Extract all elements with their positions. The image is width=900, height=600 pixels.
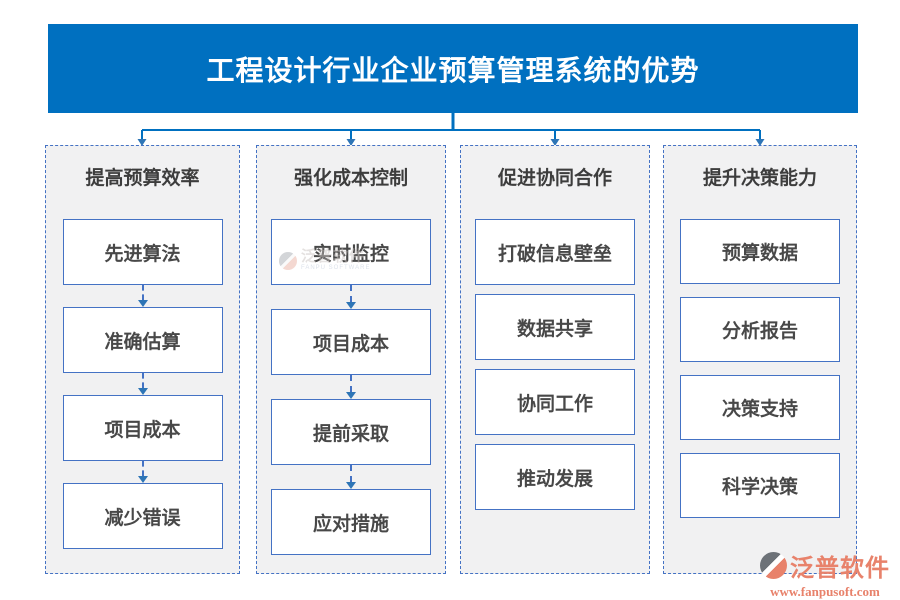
flow-box: 项目成本	[62, 395, 223, 461]
flow-box: 决策支持	[680, 375, 840, 440]
column-title: 强化成本控制	[293, 168, 408, 189]
dashed-down-arrow-icon	[137, 285, 148, 307]
flow-box: 项目成本	[271, 309, 431, 375]
flow-box: 减少错误	[62, 483, 223, 549]
box-stack: 打破信息壁垒 数据共享 协同工作 推动发展	[461, 219, 649, 510]
fanpu-swirl-icon	[760, 552, 787, 579]
vendor-website: www.fanpusoft.com	[770, 584, 880, 599]
title-banner: 工程设计行业企业预算管理系统的优势	[48, 24, 858, 113]
flow-box: 数据共享	[475, 294, 635, 360]
dashed-down-arrow-icon	[346, 465, 356, 489]
vendor-logo: 泛普软件 www.fanpusoft.com	[760, 548, 890, 600]
arrow-down-icon	[550, 130, 560, 146]
flow-box: 协同工作	[475, 369, 635, 435]
box-stack: 实时监控 项目成本 提前采取 应对措施	[257, 219, 445, 555]
flow-box: 应对措施	[271, 489, 431, 555]
dashed-down-arrow-icon	[137, 373, 148, 395]
flow-box: 打破信息壁垒	[475, 219, 635, 285]
arrow-down-icon	[755, 130, 765, 146]
column-improve-budget-efficiency: 提高预算效率 先进算法 准确估算 项目成本 减少错误	[45, 145, 240, 574]
arrow-down-icon	[137, 130, 147, 146]
arrow-down-icon	[346, 130, 356, 146]
dashed-down-arrow-icon	[346, 285, 356, 309]
dashed-down-arrow-icon	[346, 375, 356, 399]
flow-box: 科学决策	[680, 453, 840, 518]
column-strengthen-cost-control: 强化成本控制 实时监控 项目成本 提前采取 应对措施	[256, 145, 446, 574]
page-title: 工程设计行业企业预算管理系统的优势	[206, 54, 700, 86]
box-stack: 预算数据 分析报告 决策支持 科学决策	[664, 219, 856, 518]
flow-box: 准确估算	[62, 307, 223, 373]
flow-box: 实时监控	[271, 219, 431, 285]
flow-box: 分析报告	[680, 297, 840, 362]
dashed-down-arrow-icon	[137, 461, 148, 483]
flow-box: 提前采取	[271, 399, 431, 465]
column-improve-decision-making: 提升决策能力 预算数据 分析报告 决策支持 科学决策	[663, 145, 857, 574]
vendor-name: 泛普软件	[790, 555, 890, 582]
flow-box: 先进算法	[62, 219, 223, 285]
column-title: 促进协同合作	[497, 168, 612, 189]
column-promote-collaboration: 促进协同合作 打破信息壁垒 数据共享 协同工作 推动发展	[460, 145, 650, 574]
column-title: 提高预算效率	[85, 168, 200, 189]
flow-box: 预算数据	[680, 219, 840, 284]
flow-box: 推动发展	[475, 444, 635, 510]
column-title: 提升决策能力	[702, 168, 817, 189]
box-stack: 先进算法 准确估算 项目成本 减少错误	[46, 219, 239, 549]
